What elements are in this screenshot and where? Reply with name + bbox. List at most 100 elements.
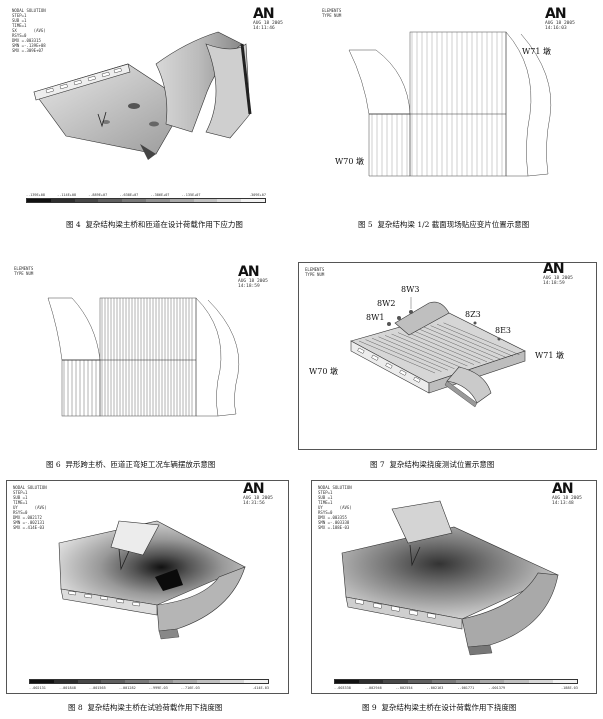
legend-swatch [145, 199, 170, 202]
legend-swatch [74, 199, 99, 202]
ansys-logo: AN [543, 261, 565, 277]
legend-swatch [552, 680, 578, 683]
header-line: NODAL SOLUTION [12, 8, 46, 13]
fig9-color-legend [334, 679, 578, 684]
header-line: RSYS=0 [318, 510, 333, 515]
mesh-line [404, 331, 481, 364]
legend-tick-label: .188E-03 [561, 686, 578, 690]
header-line: SUB =1 [13, 495, 28, 500]
legend-swatch [77, 680, 102, 683]
fig9-timestamp: AUG 18 2005 14:13:48 [552, 496, 582, 506]
legend-swatch [50, 199, 75, 202]
header-line: TYPE NUM [322, 13, 342, 18]
ansys-logo: AN [545, 6, 567, 22]
fig5-strain-gauge-layout [348, 31, 552, 177]
ansys-logo: AN [238, 264, 260, 280]
mesh-line [378, 336, 455, 369]
mesh-line [397, 332, 475, 365]
legend-swatch [98, 199, 123, 202]
ansys-logo: AN [552, 481, 574, 497]
header-line: SUB =1 [318, 495, 333, 500]
legend-swatch [220, 680, 245, 683]
legend-swatch [244, 680, 268, 683]
mesh-line [384, 335, 462, 368]
ansys-logo: AN [253, 6, 275, 22]
fig9-deflection-model [341, 500, 559, 656]
fig4-caption: 图 4 复杂结构梁主桥和匝道在设计荷载作用下应力图 [66, 219, 243, 230]
legend-tick-label: -.001565 [88, 686, 106, 690]
fig8-caption: 图 8 复杂结构梁主桥在试验荷载作用下挠度图 [68, 702, 222, 713]
legend-tick-label: -.001282 [118, 686, 136, 690]
header-line: SMX =.414E-03 [13, 525, 45, 530]
fig4-caption-text: 复杂结构梁主桥和匝道在设计荷载作用下应力图 [85, 220, 243, 229]
fig4-caption-number: 图 4 [66, 220, 81, 229]
header-line: TYPE NUM [305, 272, 325, 277]
legend-swatch [431, 680, 457, 683]
header-line: SMX =.188E-03 [318, 525, 350, 530]
legend-tick-label: -.386E+07 [150, 193, 170, 197]
mesh-line [365, 339, 442, 372]
fig8-caption-text: 复杂结构梁主桥在试验荷载作用下挠度图 [87, 703, 223, 712]
legend-swatch [53, 680, 78, 683]
legend-tick-label: -.001379 [488, 686, 506, 690]
fig5-caption: 图 5 复杂结构梁 1/2 截面现场贴应变片位置示意图 [358, 219, 529, 230]
header-line: RSYS=0 [12, 33, 27, 38]
legend-swatch [504, 680, 529, 683]
fig6-vehicle-layout [47, 297, 240, 417]
header-line: SMX =.309E+07 [12, 48, 44, 53]
header-line: TYPE NUM [14, 271, 34, 276]
mesh-line [423, 326, 501, 360]
legend-swatch [407, 680, 432, 683]
mesh-line [371, 338, 449, 371]
header-line: STEP=1 [318, 490, 333, 495]
mesh-line [358, 340, 436, 374]
legend-swatch [480, 680, 505, 683]
fig7-caption: 图 7 复杂结构梁挠度测试位置示意图 [370, 459, 494, 470]
fig6-caption-number: 图 6 [46, 460, 61, 469]
header-line: SX (AVG) [12, 28, 46, 33]
fig8-color-legend [29, 679, 269, 684]
point-8w3-label: 8W3 [401, 285, 420, 294]
mesh-line [436, 324, 514, 357]
fig5-caption-number: 图 5 [358, 220, 373, 229]
header-line: DMX =.002172 [13, 515, 42, 520]
header-line: UY (AVG) [13, 505, 47, 510]
header-line: UY (AVG) [318, 505, 352, 510]
fig8-timestamp: AUG 18 2005 14:31:56 [243, 496, 273, 506]
mesh-line [391, 333, 468, 367]
fig8-caption-number: 图 8 [68, 703, 83, 712]
pier-w71-label: W71 墩 [535, 351, 564, 360]
legend-tick-label: -.716E-03 [180, 686, 200, 690]
legend-tick-label: -.002131 [29, 686, 46, 690]
legend-swatch [27, 199, 51, 202]
header-line: STEP=1 [12, 13, 27, 18]
header-line: SMN =-.003338 [318, 520, 350, 525]
legend-tick-label: -.135E+07 [181, 193, 201, 197]
legend-tick-label: -.002163 [426, 686, 444, 690]
header-line: SMN =-.139E+08 [12, 43, 46, 48]
legend-tick-label: -.001848 [58, 686, 76, 690]
fig9-legend-ticks: -.003338-.002946-.002554-.002163-.001771… [334, 686, 578, 690]
mesh-line [410, 329, 488, 362]
legend-swatch [30, 680, 54, 683]
legend-tick-label: -.139E+08 [26, 193, 45, 197]
header-line: NODAL SOLUTION [13, 485, 47, 490]
pier-w70-label: W70 墩 [309, 367, 338, 376]
fig4-legend-ticks: -.139E+08-.114E+08-.889E+07-.638E+07-.38… [26, 193, 266, 197]
legend-swatch [217, 199, 242, 202]
fig9-caption-text: 复杂结构梁主桥在设计荷载作用下挠度图 [381, 703, 517, 712]
header-line: ELEMENTS [305, 267, 325, 272]
legend-swatch [172, 680, 197, 683]
legend-swatch [383, 680, 408, 683]
fig8-legend-ticks: -.002131-.001848-.001565-.001282-.999E-0… [29, 686, 269, 690]
legend-swatch [148, 680, 173, 683]
legend-tick-label: -.889E+07 [88, 193, 108, 197]
legend-tick-label: -.001771 [457, 686, 475, 690]
